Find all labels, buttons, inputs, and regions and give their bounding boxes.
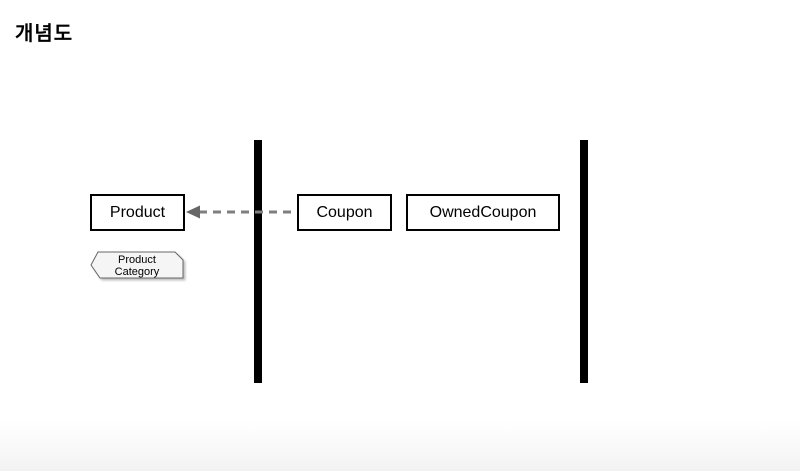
bottom-shade: [0, 421, 800, 471]
node-coupon[interactable]: Coupon: [297, 194, 392, 231]
category-tag-polygon: [90, 251, 184, 279]
node-ownedcoupon[interactable]: OwnedCoupon: [406, 194, 560, 231]
node-coupon-label: Coupon: [316, 203, 373, 221]
node-product-label: Product: [109, 203, 166, 221]
lifeline-bar-right[interactable]: [580, 140, 588, 383]
category-tag-line2: Category: [114, 265, 160, 278]
category-tag-line1: Product: [118, 253, 156, 266]
node-product[interactable]: Product: [90, 194, 185, 231]
category-tag-label: Product Category: [91, 252, 183, 279]
lifeline-bar-left[interactable]: [254, 140, 262, 383]
arrowhead-icon: [186, 205, 200, 219]
node-ownedcoupon-label: OwnedCoupon: [429, 203, 537, 221]
category-tag-shape[interactable]: [90, 251, 186, 282]
page-title: 개념도: [15, 23, 74, 45]
